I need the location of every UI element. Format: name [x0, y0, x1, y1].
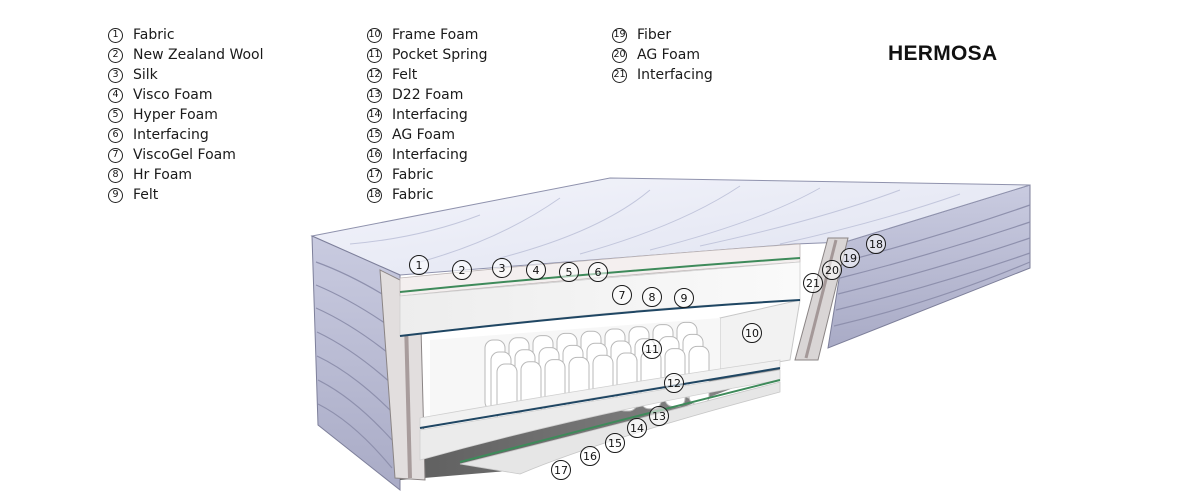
legend-label: Hyper Foam — [133, 107, 218, 123]
legend-item-11: 11 Pocket Spring — [367, 45, 488, 65]
legend-item-1: 1 Fabric — [108, 25, 264, 45]
legend-label: Interfacing — [133, 127, 209, 143]
legend-number-badge: 12 — [367, 67, 382, 83]
cutaway-right-edge-stripe — [804, 239, 838, 359]
legend-number-badge: 14 — [367, 107, 382, 123]
callout-21: 21 — [803, 273, 823, 293]
legend-item-9: 9 Felt — [108, 185, 264, 205]
side-quilting-right — [833, 204, 1031, 327]
legend-label: Visco Foam — [133, 87, 213, 103]
callout-8: 8 — [642, 287, 662, 307]
legend-number-badge: 16 — [367, 147, 382, 163]
legend-label: AG Foam — [392, 127, 455, 143]
callout-2: 2 — [452, 260, 472, 280]
legend-label: Hr Foam — [133, 167, 193, 183]
legend-number-badge: 4 — [108, 87, 123, 103]
legend-column-3: 19 Fiber 20 AG Foam 21 Interfacing — [612, 25, 713, 85]
legend-number-badge: 11 — [367, 47, 382, 63]
callout-7: 7 — [612, 285, 632, 305]
green-stripe-bottom — [459, 379, 781, 463]
legend-item-18: 18 Fabric — [367, 185, 488, 205]
callout-17: 17 — [551, 460, 571, 480]
legend-number-badge: 6 — [108, 127, 123, 143]
legend-item-3: 3 Silk — [108, 65, 264, 85]
legend-item-20: 20 AG Foam — [612, 45, 713, 65]
legend-number-badge: 5 — [108, 107, 123, 123]
callout-11: 11 — [642, 339, 662, 359]
callout-1: 1 — [409, 255, 429, 275]
brand-title: HERMOSA — [888, 42, 998, 65]
legend-number-badge: 17 — [367, 167, 382, 183]
callout-6: 6 — [588, 262, 608, 282]
legend-item-14: 14 Interfacing — [367, 105, 488, 125]
top-quilting — [349, 185, 961, 263]
legend-item-21: 21 Interfacing — [612, 65, 713, 85]
legend-item-13: 13 D22 Foam — [367, 85, 488, 105]
legend-number-badge: 7 — [108, 147, 123, 163]
legend-item-4: 4 Visco Foam — [108, 85, 264, 105]
legend-label: Felt — [133, 187, 159, 203]
legend-item-16: 16 Interfacing — [367, 145, 488, 165]
legend-item-10: 10 Frame Foam — [367, 25, 488, 45]
legend-number-badge: 8 — [108, 167, 123, 183]
legend-item-17: 17 Fabric — [367, 165, 488, 185]
legend-label: Frame Foam — [392, 27, 479, 43]
legend-label: Interfacing — [392, 147, 468, 163]
bottom-fabric — [459, 381, 781, 475]
legend-number-badge: 20 — [612, 47, 627, 63]
legend-item-15: 15 AG Foam — [367, 125, 488, 145]
callout-4: 4 — [526, 260, 546, 280]
legend-label: Silk — [133, 67, 158, 83]
legend-label: Fabric — [392, 167, 434, 183]
legend-item-19: 19 Fiber — [612, 25, 713, 45]
legend-number-badge: 19 — [612, 27, 627, 43]
callout-9: 9 — [674, 288, 694, 308]
callout-5: 5 — [559, 262, 579, 282]
legend-column-1: 1 Fabric 2 New Zealand Wool 3 Silk 4 Visco Foam… — [108, 25, 264, 205]
side-quilting-left — [315, 261, 393, 469]
callout-10: 10 — [742, 323, 762, 343]
legend-number-badge: 18 — [367, 187, 382, 203]
mattress-front-panel-left — [311, 235, 401, 492]
callout-3: 3 — [492, 258, 512, 278]
navy-stripe-bottom — [419, 367, 781, 429]
legend-number-badge: 15 — [367, 127, 382, 143]
legend-number-badge: 3 — [108, 67, 123, 83]
legend-label: Fiber — [637, 27, 672, 43]
legend-label: Interfacing — [637, 67, 713, 83]
callout-12: 12 — [664, 373, 684, 393]
legend-label: Felt — [392, 67, 418, 83]
legend-label: New Zealand Wool — [133, 47, 264, 63]
legend-number-badge: 1 — [108, 27, 123, 43]
legend-number-badge: 9 — [108, 187, 123, 203]
callout-14: 14 — [627, 418, 647, 438]
callout-15: 15 — [605, 433, 625, 453]
legend-number-badge: 21 — [612, 67, 627, 83]
legend-label: ViscoGel Foam — [133, 147, 236, 163]
navy-stripe-top — [399, 299, 801, 337]
callout-13: 13 — [649, 406, 669, 426]
callout-18: 18 — [866, 234, 886, 254]
legend-item-6: 6 Interfacing — [108, 125, 264, 145]
callout-19: 19 — [840, 248, 860, 268]
legend-number-badge: 2 — [108, 47, 123, 63]
legend-label: Pocket Spring — [392, 47, 488, 63]
legend-label: AG Foam — [637, 47, 700, 63]
legend-item-7: 7 ViscoGel Foam — [108, 145, 264, 165]
legend-number-badge: 13 — [367, 87, 382, 103]
legend-item-2: 2 New Zealand Wool — [108, 45, 264, 65]
legend-label: D22 Foam — [392, 87, 464, 103]
legend-label: Interfacing — [392, 107, 468, 123]
legend-label: Fabric — [133, 27, 175, 43]
callout-16: 16 — [580, 446, 600, 466]
legend-column-2: 10 Frame Foam 11 Pocket Spring 12 Felt 13 D22 F… — [367, 25, 488, 205]
legend-item-12: 12 Felt — [367, 65, 488, 85]
legend-item-8: 8 Hr Foam — [108, 165, 264, 185]
legend-item-5: 5 Hyper Foam — [108, 105, 264, 125]
callout-20: 20 — [822, 260, 842, 280]
legend-number-badge: 10 — [367, 27, 382, 43]
legend-label: Fabric — [392, 187, 434, 203]
